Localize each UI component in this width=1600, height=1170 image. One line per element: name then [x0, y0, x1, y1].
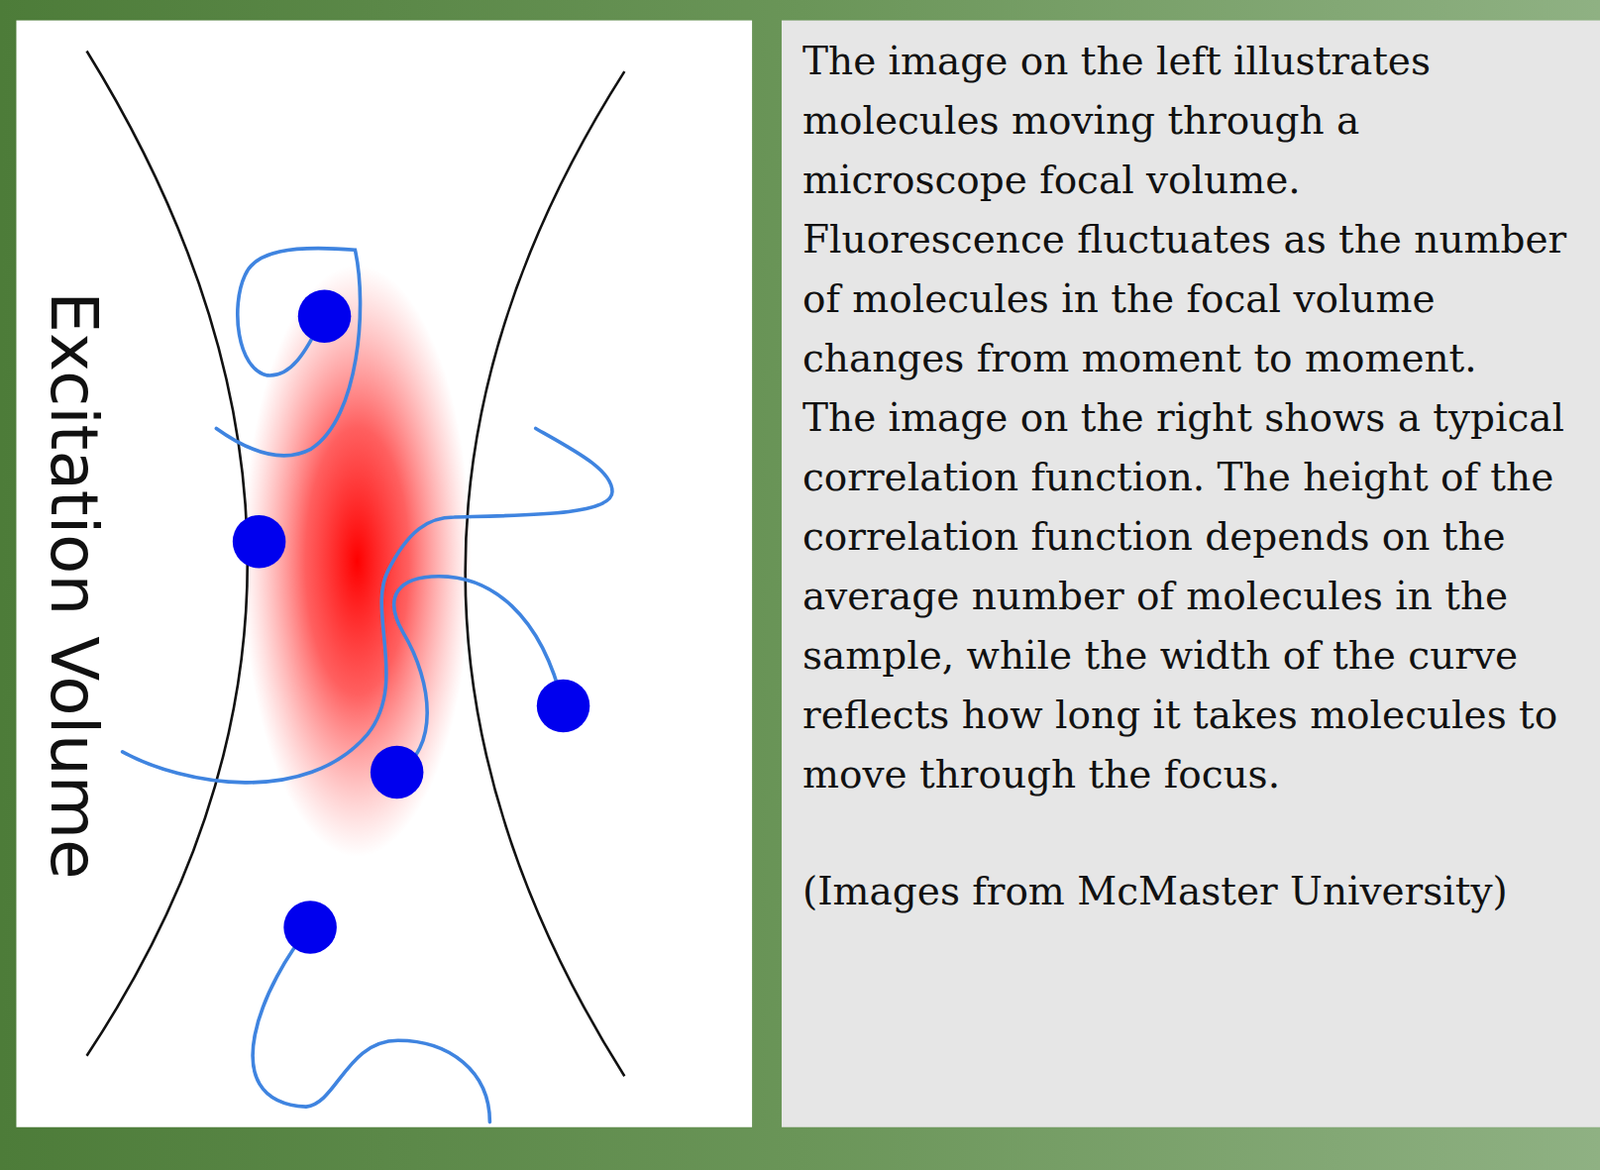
source-caption: (Images from McMaster University) — [802, 861, 1591, 922]
molecule — [232, 515, 287, 569]
molecule — [370, 746, 425, 800]
beam-boundary — [465, 71, 626, 1076]
illustration-panel: Excitation Volume — [16, 19, 752, 1128]
description-text: Fluorescence fluctuates as the number of… — [802, 210, 1591, 389]
text-panel — [781, 20, 1600, 1128]
description-text: The image on the left illustrates molecu… — [802, 31, 1591, 211]
diffusion-path — [252, 927, 490, 1123]
molecule — [283, 900, 337, 955]
text-panel: The image on the left illustrates molecu… — [781, 19, 1600, 922]
description-text: The image on the right shows a typical c… — [802, 388, 1591, 805]
molecule — [298, 289, 352, 343]
beam-boundary — [87, 50, 248, 1056]
axis-label: Excitation Volume — [39, 291, 106, 879]
white-panel — [15, 20, 752, 1128]
diffusion-path — [394, 576, 564, 773]
diffusion-path — [215, 248, 360, 456]
molecule — [536, 679, 591, 734]
diffusion-path — [122, 427, 613, 782]
